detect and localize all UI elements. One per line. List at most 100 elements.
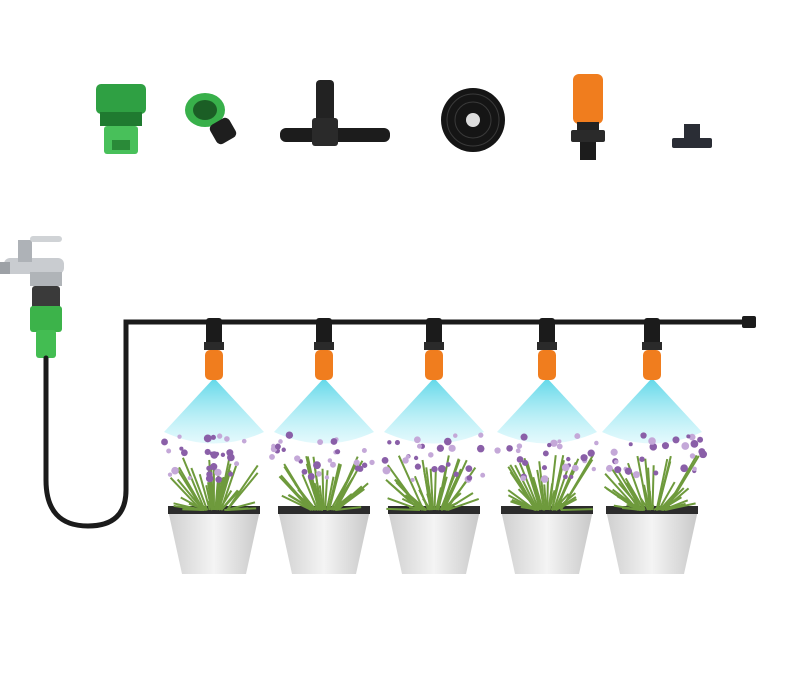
flower xyxy=(580,454,588,462)
flower xyxy=(428,452,434,458)
flower xyxy=(587,449,595,457)
tee-connector xyxy=(644,318,660,346)
flower xyxy=(520,433,528,441)
flower xyxy=(294,455,301,462)
flower xyxy=(210,463,218,471)
plant-foliage xyxy=(494,433,599,511)
flower xyxy=(405,454,410,459)
flower xyxy=(394,439,400,446)
flower xyxy=(610,448,618,456)
flower xyxy=(413,436,421,444)
mist-spray xyxy=(384,378,484,444)
flower xyxy=(361,448,367,453)
mist-nozzle-icon xyxy=(643,350,661,380)
flower xyxy=(317,439,324,446)
flower xyxy=(672,436,680,444)
pot-soil xyxy=(606,506,698,514)
plant-foliage xyxy=(161,433,259,511)
station-5 xyxy=(602,318,708,574)
flower xyxy=(547,442,552,448)
pot xyxy=(606,510,698,574)
flower xyxy=(215,476,222,483)
flower xyxy=(561,463,570,472)
flower xyxy=(690,440,699,448)
flower xyxy=(541,465,548,471)
flower xyxy=(594,440,599,446)
mist-spray xyxy=(497,378,597,444)
flower xyxy=(661,442,670,450)
flower xyxy=(640,432,647,439)
flower xyxy=(699,453,705,458)
nozzle-base xyxy=(537,342,557,350)
flower xyxy=(443,437,452,446)
flower xyxy=(313,461,321,470)
flower xyxy=(220,452,226,458)
tee-connector xyxy=(426,318,442,346)
flower xyxy=(557,439,562,444)
flower xyxy=(574,433,581,440)
flower xyxy=(624,467,633,475)
mist-nozzle-icon xyxy=(315,350,333,380)
flower xyxy=(387,440,392,445)
flower xyxy=(327,458,333,463)
flower xyxy=(301,468,308,475)
flower xyxy=(357,465,364,472)
flower xyxy=(241,438,247,444)
flower xyxy=(334,449,341,455)
end-plug-icon xyxy=(672,124,712,148)
flower xyxy=(571,464,579,472)
flower xyxy=(540,475,549,483)
flower xyxy=(217,433,223,439)
flower xyxy=(628,442,633,447)
tap-connector-icon xyxy=(96,84,146,154)
flower xyxy=(448,444,456,452)
mist-spray xyxy=(602,378,702,444)
flower xyxy=(171,466,179,475)
flower xyxy=(324,475,330,480)
flower xyxy=(228,471,234,477)
flower xyxy=(566,456,571,462)
nozzle-base xyxy=(314,342,334,350)
flower xyxy=(204,448,211,456)
flower xyxy=(476,444,485,453)
mist-spray xyxy=(164,378,264,444)
flower xyxy=(516,456,524,463)
flower xyxy=(680,464,688,473)
flower xyxy=(515,448,521,454)
flower xyxy=(653,470,659,476)
flower xyxy=(436,444,445,452)
flower xyxy=(494,447,501,454)
flower xyxy=(274,443,281,450)
flower xyxy=(330,461,336,468)
flower xyxy=(381,456,389,464)
flower xyxy=(542,450,549,457)
flower xyxy=(453,433,458,438)
flower xyxy=(416,443,422,449)
flower xyxy=(466,475,473,481)
mist-spray xyxy=(274,378,374,444)
flower xyxy=(465,465,473,472)
plant-foliage xyxy=(381,432,486,511)
flower xyxy=(688,433,696,441)
flower xyxy=(697,436,704,443)
flower xyxy=(382,466,391,475)
flower xyxy=(214,468,222,477)
tee-connector xyxy=(539,318,555,346)
station-3 xyxy=(381,318,486,574)
flower xyxy=(410,477,415,482)
flower xyxy=(520,475,527,482)
flower xyxy=(315,470,322,477)
flower xyxy=(614,466,622,474)
flower xyxy=(271,443,276,449)
flower xyxy=(569,474,574,479)
flower xyxy=(453,471,459,477)
quick-connector-icon xyxy=(185,93,237,145)
pot xyxy=(168,510,260,574)
flower xyxy=(556,443,563,450)
flower xyxy=(445,462,451,467)
tubing-coil-icon xyxy=(441,88,505,152)
flower xyxy=(516,443,523,449)
flower xyxy=(203,434,212,443)
flower xyxy=(330,438,338,445)
